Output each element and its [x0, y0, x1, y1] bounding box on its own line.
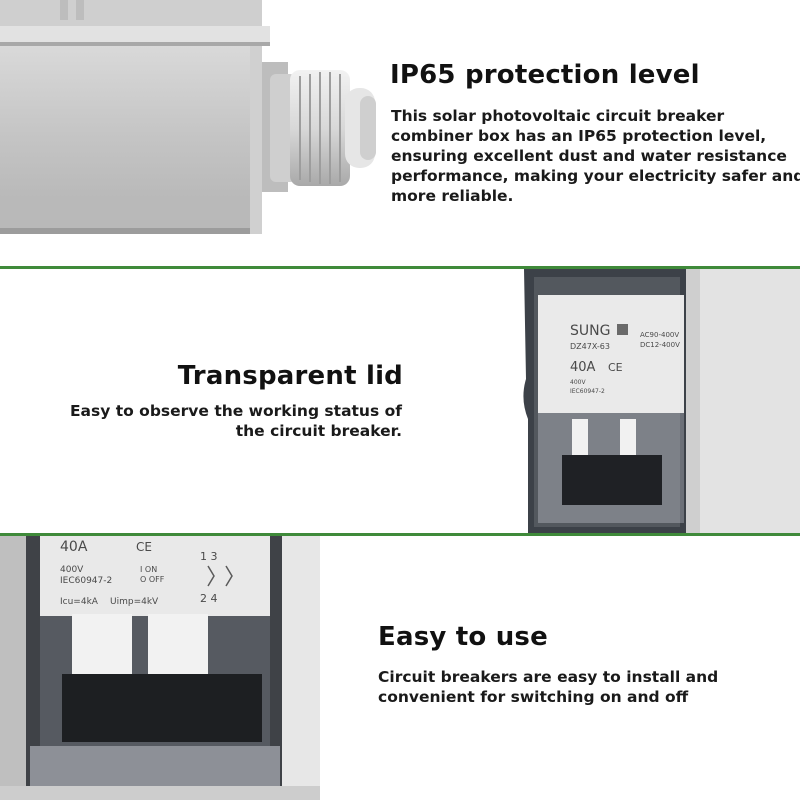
on-label: I ON: [140, 565, 157, 574]
transparent-lid-description-line: Easy to observe the working status of: [69, 402, 402, 420]
ip65-description-line: combiner box has an IP65 protection leve…: [391, 127, 767, 145]
dc-rating-label: DC12-400V: [640, 341, 680, 349]
uimp-label: Uimp=4kV: [110, 597, 159, 607]
brand-logo-icon: [617, 324, 628, 335]
terminals-bottom-label: 2 4: [200, 592, 218, 605]
terminals-top-label: 1 3: [200, 550, 218, 563]
ce-mark-label: CE: [136, 540, 152, 554]
voltage-label: 400V: [60, 565, 84, 575]
brand-label: SUNG: [570, 323, 610, 339]
ip65-description-line: more reliable.: [391, 187, 514, 205]
feature-transparent-lid: Transparent lid Easy to observe the work…: [0, 269, 800, 533]
ip65-description-line: ensuring excellent dust and water resist…: [391, 147, 787, 165]
breaker-closeup-photo: 40A CE 400V IEC60947-2 I ON O OFF 1 3 2 …: [0, 536, 320, 800]
section-divider: [0, 533, 800, 536]
transparent-lid-description-line: the circuit breaker.: [235, 422, 402, 440]
model-label: DZ47X-63: [570, 342, 610, 351]
rating-label: 40A: [570, 360, 596, 375]
ce-mark-label: CE: [608, 361, 623, 374]
easy-to-use-heading: Easy to use: [378, 622, 548, 652]
voltage-label: 400V: [570, 379, 586, 386]
rating-label: 40A: [60, 539, 88, 555]
icu-label: Icu=4kA: [60, 597, 99, 607]
feature-easy-to-use: 40A CE 400V IEC60947-2 I ON O OFF 1 3 2 …: [0, 536, 800, 800]
section-divider: [0, 266, 800, 269]
easy-to-use-description-line: Circuit breakers are easy to install and: [378, 668, 719, 686]
feature-ip65: IP65 protection level This solar photovo…: [0, 0, 800, 266]
ip65-heading: IP65 protection level: [390, 60, 700, 90]
ip65-description-line: performance, making your electricity saf…: [391, 167, 800, 185]
easy-to-use-description-line: convenient for switching on and off: [378, 688, 689, 706]
transparent-lid-heading: Transparent lid: [177, 361, 403, 391]
off-label: O OFF: [140, 575, 165, 584]
transparent-lid-description: Easy to observe the working status of th…: [70, 401, 402, 441]
cable-gland-photo: [0, 0, 376, 234]
transparent-lid-photo: SUNG DZ47X-63 40A CE AC90-400V DC12-400V…: [523, 269, 800, 533]
standard-label: IEC60947-2: [570, 388, 605, 395]
schematic-symbol-icon: [207, 565, 233, 587]
ip65-description: This solar photovoltaic circuit breaker …: [391, 106, 800, 206]
ac-rating-label: AC90-400V: [640, 331, 679, 339]
easy-to-use-description: Circuit breakers are easy to install and…: [378, 667, 718, 707]
standard-label: IEC60947-2: [60, 576, 112, 586]
ip65-description-line: This solar photovoltaic circuit breaker: [391, 107, 725, 125]
